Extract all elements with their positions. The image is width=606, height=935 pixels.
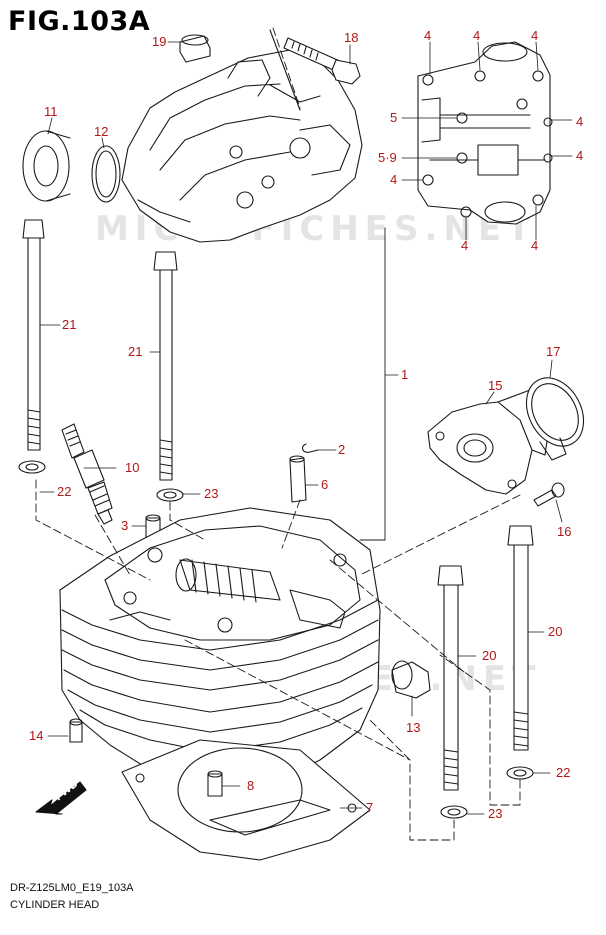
callout-c22b: 22 [556, 765, 570, 780]
callout-c20a: 20 [548, 624, 562, 639]
part-12-oring [91, 145, 121, 203]
callout-c23b: 23 [488, 806, 502, 821]
callout-c20b: 20 [482, 648, 496, 663]
part-22-washer-lower [506, 766, 534, 780]
callout-c21b: 21 [128, 344, 142, 359]
callout-c14: 14 [29, 728, 43, 743]
part-20-stud-right [507, 525, 534, 751]
part-6-valve-guide [289, 455, 307, 503]
part-15-intake-pipe [427, 389, 551, 495]
callout-c4b: 4 [473, 28, 480, 43]
callout-c6: 6 [321, 477, 328, 492]
part-22-washer-upper [18, 460, 46, 474]
callout-c8: 8 [247, 778, 254, 793]
part-19-cap [179, 34, 211, 63]
callout-c59: 5·9 [378, 150, 397, 165]
part-23-washer-lower [440, 805, 468, 819]
callout-c4g: 4 [461, 238, 468, 253]
cylinder-head-body [59, 507, 381, 791]
part-21-stud-left [22, 219, 45, 451]
part-13-plug [391, 660, 431, 699]
callout-c23a: 23 [204, 486, 218, 501]
part-16-screw [533, 482, 565, 507]
part-14-dowel [69, 718, 83, 743]
cover-gasket-plate [417, 41, 553, 225]
callout-c11: 11 [44, 104, 58, 119]
section-name: CYLINDER HEAD [10, 899, 100, 911]
callout-c4d: 4 [576, 114, 583, 129]
part-11-seal [22, 130, 71, 202]
callout-c4f: 4 [390, 172, 397, 187]
fwd-arrow-icon [35, 781, 87, 815]
part-8-dowel [207, 770, 223, 797]
assembly-lines [35, 27, 521, 841]
callout-c17: 17 [546, 344, 560, 359]
callout-c4c: 4 [531, 28, 538, 43]
callout-c15: 15 [488, 378, 502, 393]
callout-c4e: 4 [576, 148, 583, 163]
part-18-bolt [269, 29, 361, 111]
callout-c2: 2 [338, 442, 345, 457]
part-21-stud-right [153, 251, 178, 481]
model-code: DR-Z125LM0_E19_103A [10, 882, 134, 894]
callout-c4a: 4 [424, 28, 431, 43]
part-2-clip [301, 443, 319, 453]
callout-c4h: 4 [531, 238, 538, 253]
part-7-head-gasket [121, 739, 371, 861]
callout-c3: 3 [121, 518, 128, 533]
callout-c13: 13 [406, 720, 420, 735]
part-23-washer-upper [156, 488, 184, 502]
part-20-stud-left [437, 565, 464, 791]
callout-c12: 12 [94, 124, 108, 139]
callout-c21a: 21 [62, 317, 76, 332]
callout-c18: 18 [344, 30, 358, 45]
callout-c22a: 22 [57, 484, 71, 499]
callout-c5: 5 [390, 110, 397, 125]
callout-c1: 1 [401, 367, 408, 382]
part-17-clamp [525, 377, 585, 461]
callout-c16: 16 [557, 524, 571, 539]
callout-c19: 19 [152, 34, 166, 49]
callout-c7: 7 [366, 800, 373, 815]
head-cover [121, 49, 363, 243]
callout-c10: 10 [125, 460, 139, 475]
callout-1-bracket [359, 227, 386, 541]
figure-title: FIG.103A [8, 6, 151, 37]
callout-numbers: 19 18 11 12 4 4 4 5 4 5·9 4 4 4 4 21 21 1 17 15 2 10 6 22 23 3 16… [29, 28, 583, 821]
part-10-spark-plug [61, 423, 113, 525]
leader-lines [39, 41, 573, 815]
